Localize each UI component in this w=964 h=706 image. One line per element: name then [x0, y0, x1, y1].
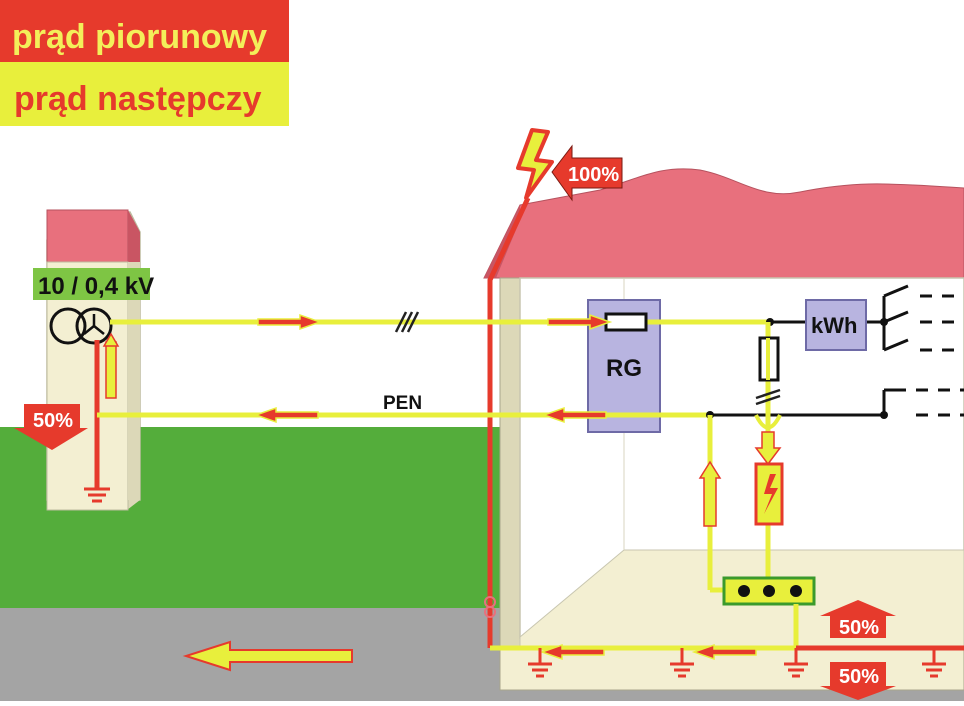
- transformer-up-arrow: [105, 341, 117, 399]
- kwh-meter: [805, 299, 867, 351]
- house-50-upper-badge: [820, 600, 896, 638]
- transformer-voltage-label: 10 / 0,4 kV: [38, 273, 154, 300]
- earth-flow-arrow-1: [539, 643, 605, 661]
- house: [483, 168, 964, 691]
- transformer-symbol-icon: [49, 307, 113, 345]
- house-50-upper-label: 50%: [839, 617, 879, 639]
- transformer-voltage-badge: [33, 268, 150, 300]
- down-conductor-clamp: [484, 596, 496, 618]
- earth-symbol-icons: [528, 648, 946, 678]
- pen-label: PEN: [383, 393, 422, 414]
- transformer-up-arrow-head: [102, 332, 120, 347]
- earth-flow-arrow-2: [691, 643, 757, 661]
- house-50-lower-label: 50%: [839, 666, 879, 688]
- house-50-lower-badge: [820, 662, 896, 700]
- bonding-bar-terminals: [738, 585, 802, 597]
- legend-follow-label: prąd następczy: [14, 80, 262, 118]
- surge-arrester-bolt-icon: [764, 474, 778, 514]
- legend-lightning-box: [0, 0, 289, 62]
- three-phase-marker-icon: [394, 311, 420, 333]
- spd-down-arrow: [754, 431, 782, 466]
- pen-up-arrow: [698, 460, 722, 527]
- lightning-bolt-icon: [516, 128, 554, 200]
- transformer-50-badge: [14, 404, 88, 450]
- switchboard-rg-label: RG: [606, 355, 642, 382]
- kwh-meter-label: kWh: [811, 313, 857, 338]
- transformer-earth-icon: [84, 487, 110, 503]
- spd-phase-marker-icon: [755, 388, 781, 406]
- strike-100-label: 100%: [568, 164, 619, 186]
- outgoing-circuits-dashes: [916, 294, 964, 417]
- legend-follow-box: [0, 62, 289, 126]
- transformer-station: [46, 209, 141, 511]
- spd-crossover: [754, 414, 782, 430]
- legend-lightning-label: prąd piorunowy: [12, 18, 267, 56]
- strike-100-badge: [551, 144, 623, 202]
- distribution-wiring: [710, 284, 909, 417]
- transformer-50-label: 50%: [33, 410, 73, 432]
- ground-flow-arrow: [182, 640, 353, 672]
- down-conductor: [487, 196, 531, 648]
